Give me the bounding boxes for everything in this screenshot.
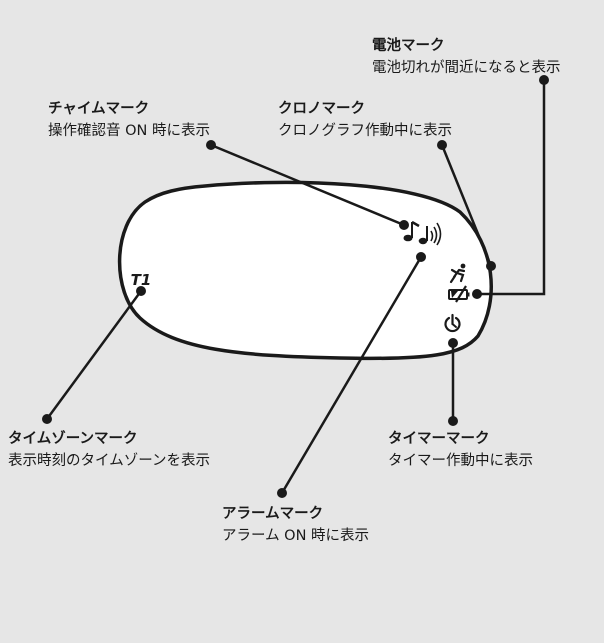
alarm-leader-dot-end xyxy=(277,488,287,498)
timezone-mark-title: タイムゾーンマーク xyxy=(8,431,138,447)
timer-mark-title: タイマーマーク xyxy=(388,431,490,447)
alarm-mark-description: アラーム ON 時に表示 xyxy=(222,528,370,544)
timezone-leader-line xyxy=(45,290,143,420)
chrono-mark-description: クロノグラフ作動中に表示 xyxy=(278,123,452,139)
chrono-mark-title: クロノマーク xyxy=(278,101,365,117)
timezone-indicator: T1 xyxy=(131,271,152,289)
timezone-mark-description: 表示時刻のタイムゾーンを表示 xyxy=(8,453,210,469)
alarm-mark-title: アラームマーク xyxy=(222,506,324,522)
battery-leader-dot-top xyxy=(539,75,549,85)
alarm-waves-icon xyxy=(418,222,442,246)
chime-mark-title: チャイムマーク xyxy=(48,101,150,117)
watch-display-outline xyxy=(117,180,493,361)
battery-low-icon xyxy=(448,285,470,303)
running-person-icon xyxy=(449,263,466,284)
timer-leader-dot-top xyxy=(448,338,458,348)
timezone-leader-dot-end xyxy=(42,414,52,424)
chrono-callout: クロノマーク クロノグラフ作動中に表示 xyxy=(278,98,452,142)
chrono-leader-dot-end xyxy=(486,261,496,271)
timer-power-icon xyxy=(444,313,461,333)
alarm-leader-line xyxy=(280,256,423,494)
timer-callout: タイマーマーク タイマー作動中に表示 xyxy=(388,428,533,472)
chrono-leader-line xyxy=(440,144,493,267)
alarm-callout: アラームマーク アラーム ON 時に表示 xyxy=(222,503,369,547)
battery-mark-description: 電池切れが間近になると表示 xyxy=(372,60,561,76)
battery-leader-line xyxy=(477,80,546,296)
timezone-leader-dot-top xyxy=(136,286,146,296)
timer-mark-description: タイマー作動中に表示 xyxy=(388,453,533,469)
chime-leader-dot-end xyxy=(399,220,409,230)
chime-leader-dot-top xyxy=(206,140,216,150)
timezone-callout: タイムゾーンマーク 表示時刻のタイムゾーンを表示 xyxy=(8,428,228,472)
chrono-leader-dot-top xyxy=(437,140,447,150)
chime-callout: チャイムマーク 操作確認音 ON 時に表示 xyxy=(48,98,210,142)
battery-leader-dot-end xyxy=(472,289,482,299)
battery-mark-title: 電池マーク xyxy=(372,38,445,54)
battery-callout: 電池マーク 電池切れが間近になると表示 xyxy=(372,35,561,79)
chime-leader-line xyxy=(210,143,405,227)
timer-leader-dot-end xyxy=(448,416,458,426)
music-note-icon xyxy=(403,220,420,242)
alarm-leader-dot-top xyxy=(416,252,426,262)
chime-mark-description: 操作確認音 ON 時に表示 xyxy=(48,123,210,139)
